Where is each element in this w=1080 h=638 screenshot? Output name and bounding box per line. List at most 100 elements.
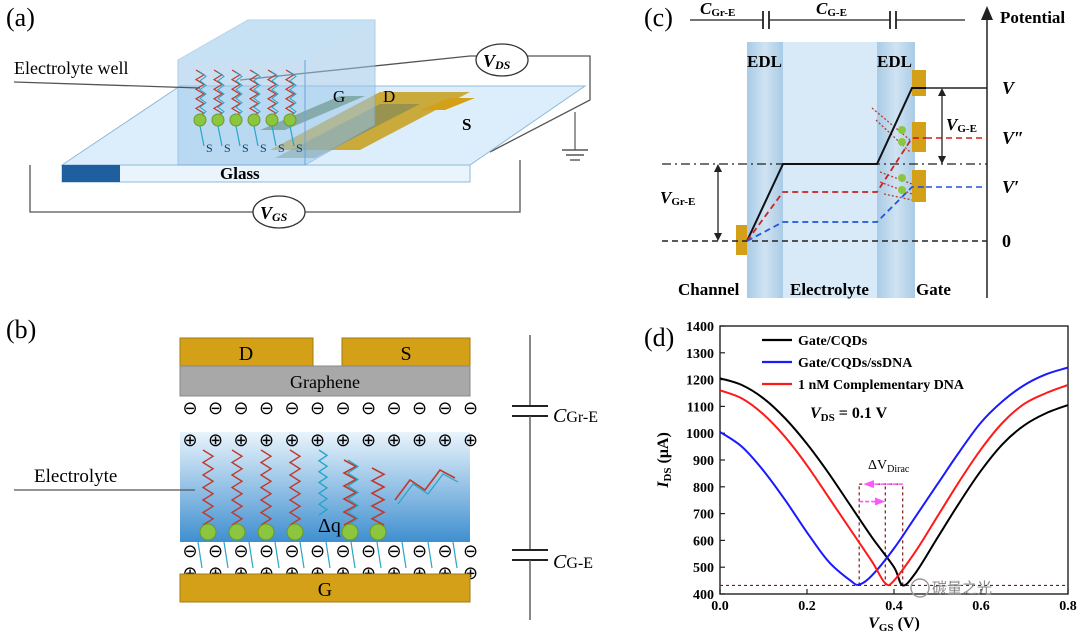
cation-symbol: ⊕ [361, 430, 376, 450]
y-tick-label: 800 [693, 481, 714, 496]
channel-label: Channel [678, 280, 740, 299]
cqd-bead [283, 113, 297, 127]
dna-strand [259, 449, 273, 526]
dna-strand [248, 69, 260, 119]
anion-symbol: ⊖ [284, 541, 299, 561]
edl-left-band [747, 42, 783, 298]
source-electrode-b [341, 337, 471, 367]
anion-symbol: ⊖ [412, 398, 427, 418]
c-g-e-label-c: CG-E [816, 0, 847, 19]
cqd-bead [286, 523, 304, 541]
vgs-wire [29, 160, 521, 213]
electrolyte-well-label: Electrolyte well [14, 58, 128, 78]
dna-strand [317, 449, 329, 516]
edl-right-label: EDL [877, 52, 912, 71]
vds-wire [239, 55, 591, 153]
delta-q-label: Δq [318, 515, 341, 537]
anion-symbol: ⊖ [463, 541, 478, 561]
dna-strand [883, 193, 913, 201]
cqd-bead [193, 113, 207, 127]
dna-strands-c [871, 107, 913, 201]
glass-edge [62, 165, 120, 182]
dna-strand [235, 71, 243, 117]
anion-row-top: ⊖⊖⊖⊖⊖⊖⊖⊖⊖⊖⊖⊖ [182, 398, 478, 418]
anion-symbol: ⊖ [233, 541, 248, 561]
potential-label: Potential [1000, 8, 1065, 27]
cation-symbol: ⊕ [208, 430, 223, 450]
anion-symbol: ⊖ [259, 541, 274, 561]
y-tick-label: 1400 [686, 320, 714, 335]
cqd-bead [247, 113, 261, 127]
dna-strand [230, 69, 242, 119]
vgs-meter [252, 195, 306, 229]
anion-symbol: ⊖ [463, 398, 478, 418]
anion-symbol: ⊖ [335, 398, 350, 418]
profile-red [746, 137, 926, 242]
cqd-bead [341, 523, 359, 541]
cqd-bead [199, 523, 217, 541]
y-tick-label: 1200 [686, 374, 714, 389]
dna-strand [289, 71, 297, 117]
dna-strand [212, 69, 224, 119]
panel-c-label: (c) [644, 3, 673, 32]
y-tick-label: 1000 [686, 427, 714, 442]
cqd-bead [898, 174, 906, 182]
sulfur-mark: S [224, 141, 231, 155]
vds-label: VDS [483, 51, 511, 72]
zero-label: 0 [1002, 231, 1011, 251]
anion-symbol: ⊖ [437, 541, 452, 561]
anion-symbol: ⊖ [386, 398, 401, 418]
legend-label: Gate/CQDs/ssDNA [798, 356, 913, 371]
y-axis-label: IDS (μA) [655, 432, 674, 489]
edl-left-label: EDL [747, 52, 782, 71]
anion-symbol: ⊖ [412, 541, 427, 561]
dna-strand [879, 181, 913, 195]
v-dprime-label: V″ [1002, 128, 1024, 148]
graphene-label: Graphene [290, 372, 360, 392]
edl-right-band [877, 42, 915, 298]
v-label: V [1002, 78, 1016, 98]
cqd-bead [898, 126, 906, 134]
cation-symbol: ⊕ [335, 430, 350, 450]
anion-symbol: ⊖ [182, 541, 197, 561]
electrolyte-label-b: Electrolyte [34, 466, 117, 487]
anion-symbol: ⊖ [361, 541, 376, 561]
anion-symbol: ⊖ [361, 398, 376, 418]
series-line-0 [719, 377, 1069, 587]
vgs-label: VGS [260, 203, 288, 224]
cation-symbol: ⊕ [233, 430, 248, 450]
cation-symbol: ⊕ [386, 430, 401, 450]
anion-row-bottom: ⊖⊖⊖⊖⊖⊖⊖⊖⊖⊖⊖⊖ [182, 541, 478, 561]
cation-symbol: ⊕ [463, 430, 478, 450]
legend-label: Gate/CQDs [798, 334, 868, 349]
series-line-1 [719, 366, 1069, 586]
gate-block-mid [912, 122, 926, 152]
dna-strand [284, 69, 296, 119]
glass-label: Glass [220, 164, 260, 183]
c-gr-e-label-b: CGr-E [553, 405, 598, 427]
graphene-layer [179, 365, 471, 397]
series-line-2 [719, 384, 1069, 587]
anion-symbol: ⊖ [335, 541, 350, 561]
gate-block-bot [912, 170, 926, 202]
cqd-bead [229, 113, 243, 127]
source-electrode [420, 98, 475, 110]
sulfur-mark: S [296, 141, 303, 155]
s-label-b: S [400, 343, 411, 365]
cqd-bead [898, 186, 906, 194]
dna-strand [230, 449, 244, 526]
channel-block [736, 225, 747, 255]
dna-strand [266, 69, 278, 119]
panel-b: (b) D S Graphene ⊖⊖⊖⊖⊖⊖⊖⊖⊖⊖⊖⊖ ⊕⊕⊕⊕⊕⊕⊕⊕⊕⊕… [0, 310, 640, 633]
panel-c-svg: (c) CGr-E CG-E EDL EDL Potential [644, 0, 1065, 299]
anion-symbol: ⊖ [386, 541, 401, 561]
sulfur-mark: S [260, 141, 267, 155]
dna-strand [871, 107, 911, 141]
x-axis-label: VGS (V) [868, 615, 920, 633]
dna-strand [394, 468, 456, 501]
x-tick-label: 0.0 [711, 599, 729, 614]
cqd-bead [898, 138, 906, 146]
profile-blue [746, 186, 926, 242]
